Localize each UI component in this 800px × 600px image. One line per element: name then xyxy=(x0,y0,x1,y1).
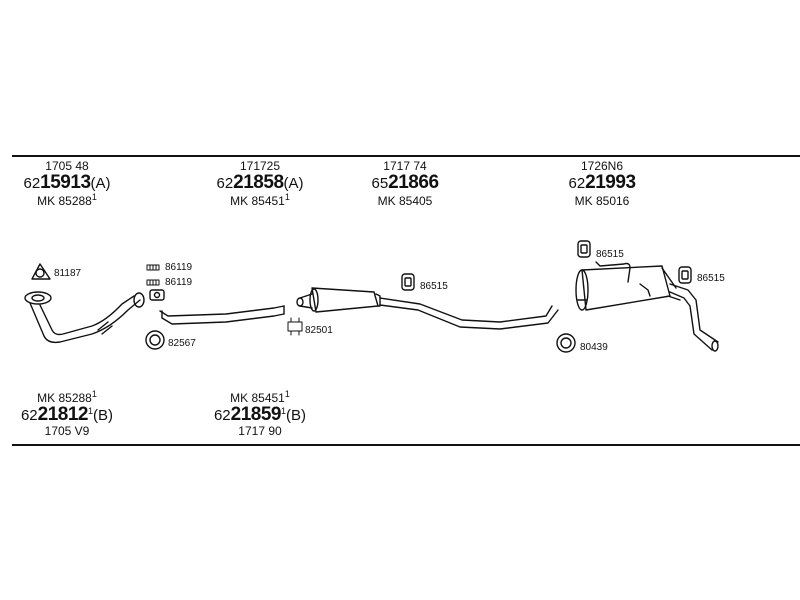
ref-number: 1705 48 xyxy=(45,159,89,173)
callout-82567: 82567 xyxy=(168,338,196,349)
callout-86119-b: 86119 xyxy=(165,277,193,288)
gasket-icon xyxy=(31,263,51,280)
tailpipe-shape xyxy=(669,283,719,352)
rubber-hanger-icon xyxy=(401,273,415,291)
callout-80439: 80439 xyxy=(580,342,608,353)
mk-number: MK 852881 xyxy=(37,389,97,405)
part-block-rear-top: 1726N6 6221993 MK 85016 xyxy=(552,160,652,208)
clamp-icon xyxy=(145,330,165,350)
part-block-center-top: 1717 74 6521866 MK 85405 xyxy=(355,160,455,208)
ref-number: 171725 xyxy=(239,159,281,173)
rubber-hanger-icon xyxy=(678,266,692,284)
intermediate-pipe-shape xyxy=(159,305,285,325)
callout-86515-rear-side: 86515 xyxy=(697,273,725,284)
part-number: 6221858(A) xyxy=(216,171,304,193)
callout-86515-center: 86515 xyxy=(420,281,448,292)
part-block-middle-top: 171725 6221858(A) MK 854511 xyxy=(205,160,315,208)
mk-number: MK 85405 xyxy=(377,194,433,209)
center-silencer-shape xyxy=(296,287,381,313)
callout-86515-rear-top: 86515 xyxy=(596,249,624,260)
ref-number: 1726N6 xyxy=(580,159,624,173)
part-block-front-bottom: MK 852881 62218121(B) 1705 V9 xyxy=(12,389,122,439)
callout-86119-a: 86119 xyxy=(165,262,193,273)
bottom-divider-line xyxy=(12,444,800,446)
clamp-icon xyxy=(287,317,303,336)
top-divider-line xyxy=(12,155,800,157)
part-number: 6215913(A) xyxy=(23,171,111,193)
rubber-hanger-icon xyxy=(577,240,591,258)
part-block-front-top: 1705 48 6215913(A) MK 852881 xyxy=(12,160,122,208)
clamp-icon xyxy=(556,333,576,353)
part-number: 62218591(B) xyxy=(213,403,307,425)
callout-81187: 81187 xyxy=(54,268,82,279)
mk-number: MK 854511 xyxy=(230,192,290,209)
part-block-middle-bottom: MK 854511 62218591(B) 1717 90 xyxy=(205,389,315,439)
flange-gasket-icon xyxy=(149,289,165,301)
ref-number: 1705 V9 xyxy=(44,424,90,439)
ref-number: 1717 90 xyxy=(238,424,282,439)
center-rear-pipe-shape xyxy=(379,297,559,330)
front-pipe-shape xyxy=(24,291,145,344)
part-number: 6221993 xyxy=(568,171,636,193)
callout-82501: 82501 xyxy=(305,325,333,336)
bolt-icon xyxy=(146,264,160,286)
part-number: 62218121(B) xyxy=(20,403,114,425)
mk-number: MK 852881 xyxy=(37,192,97,209)
part-number: 6521866 xyxy=(371,171,439,193)
mk-number: MK 854511 xyxy=(230,389,290,405)
ref-number: 1717 74 xyxy=(383,159,427,173)
rear-silencer-shape xyxy=(575,261,681,311)
mk-number: MK 85016 xyxy=(574,194,630,209)
